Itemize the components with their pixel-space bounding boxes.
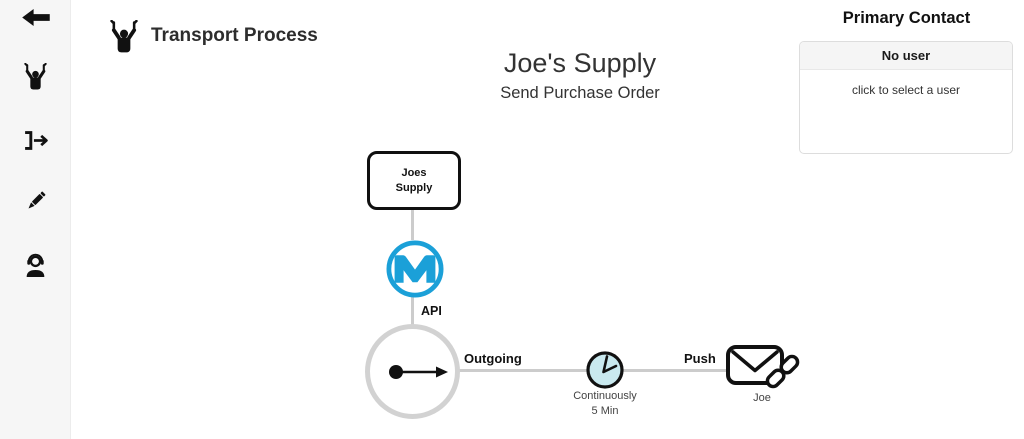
- sidebar-item-support[interactable]: [0, 244, 71, 284]
- schedule-interval: 5 Min: [591, 404, 619, 417]
- clock-icon: [586, 351, 624, 389]
- source-system-label-line1: Joes: [401, 166, 427, 179]
- source-system-node[interactable]: Joes Supply: [367, 151, 461, 210]
- sidebar: [0, 0, 71, 439]
- api-label: API: [421, 304, 442, 318]
- chain-link-icon[interactable]: [762, 351, 803, 397]
- outgoing-label: Outgoing: [464, 351, 522, 366]
- back-button[interactable]: [0, 0, 71, 37]
- schedule-label: Continuously 5 Min: [545, 389, 665, 419]
- schedule-node[interactable]: [583, 348, 627, 397]
- primary-contact-heading: Primary Contact: [842, 9, 971, 27]
- connector-logo-to-circle: [411, 297, 414, 326]
- mulesoft-logo-icon[interactable]: [385, 239, 445, 304]
- source-system-label-line2: Supply: [395, 181, 433, 194]
- connector-box-to-logo: [411, 209, 414, 240]
- export-arrow-icon: [22, 130, 49, 151]
- pencil-icon: [23, 189, 48, 214]
- transport-figure-icon: [21, 62, 50, 90]
- primary-contact-hint: click to select a user: [851, 83, 961, 97]
- sidebar-item-export[interactable]: [0, 120, 71, 160]
- back-arrow-icon: [21, 8, 50, 27]
- process-circle-node[interactable]: [365, 324, 460, 419]
- primary-contact-card[interactable]: No user click to select a user: [799, 41, 1013, 154]
- transport-figure-icon: [106, 19, 142, 58]
- sidebar-item-transport[interactable]: [0, 56, 71, 96]
- arrow-icon: [389, 365, 448, 379]
- schedule-frequency: Continuously: [573, 390, 637, 402]
- sidebar-item-edit[interactable]: [0, 181, 71, 221]
- process-name: Joe's Supply: [503, 48, 657, 78]
- support-agent-icon: [22, 251, 49, 278]
- page-title: Transport Process: [151, 25, 318, 46]
- primary-contact-status: No user: [800, 42, 1012, 70]
- process-action: Send Purchase Order: [500, 84, 660, 102]
- push-label: Push: [684, 351, 716, 366]
- recipient-label: Joe: [753, 392, 771, 404]
